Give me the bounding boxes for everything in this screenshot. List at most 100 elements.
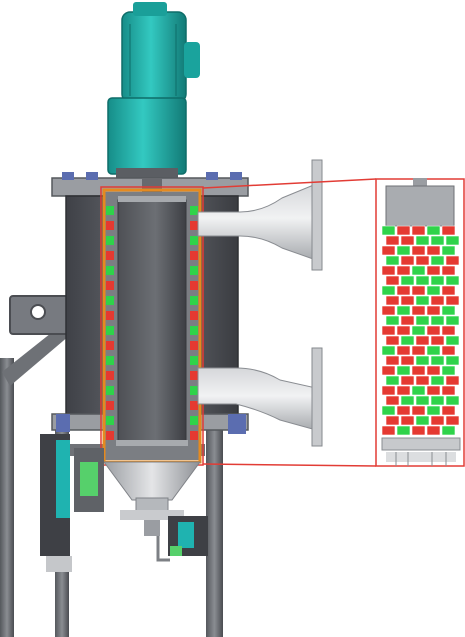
zoom-segment <box>415 375 430 386</box>
zoom-segment <box>430 275 445 286</box>
zoom-segment <box>411 265 426 276</box>
zoom-segment <box>411 305 426 316</box>
segment-stripe <box>190 416 198 425</box>
zoom-segment <box>430 235 445 246</box>
zoom-segment <box>426 345 441 356</box>
zoom-segment <box>385 395 400 406</box>
sensor-green-icon <box>80 462 98 496</box>
segment-stripe <box>106 266 114 275</box>
zoom-segment <box>430 415 445 426</box>
zoom-segment <box>426 325 441 336</box>
zoom-segment <box>426 365 441 376</box>
segment-stripe <box>106 416 114 425</box>
electric-motor-icon <box>107 2 200 182</box>
zoom-segment <box>426 225 441 236</box>
zoom-segment <box>430 395 445 406</box>
zoom-segment <box>441 345 456 356</box>
zoom-segment <box>441 325 456 336</box>
zoom-segment <box>400 415 415 426</box>
zoom-segment <box>396 365 411 376</box>
zoom-segment <box>430 335 445 346</box>
zoom-segment <box>385 315 400 326</box>
zoom-segment <box>396 345 411 356</box>
segment-stripe <box>190 326 198 335</box>
zoom-segment <box>441 405 456 416</box>
segment-stripe <box>190 371 198 380</box>
zoom-segment <box>445 235 460 246</box>
segment-stripe <box>106 341 114 350</box>
zoom-segment <box>441 225 456 236</box>
zoom-segment <box>400 275 415 286</box>
zoom-segment <box>381 385 396 396</box>
zoom-segment <box>381 345 396 356</box>
zoom-segment <box>400 375 415 386</box>
zoom-segment <box>445 415 460 426</box>
segment-stripe <box>106 401 114 410</box>
zoom-segment <box>441 425 456 436</box>
left-actuator <box>40 434 104 572</box>
zoom-segment <box>381 425 396 436</box>
zoom-segment <box>445 315 460 326</box>
zoom-segment <box>381 305 396 316</box>
zoom-segment <box>441 245 456 256</box>
filter-vessel-icon <box>51 192 249 460</box>
segment-stripe <box>190 386 198 395</box>
segment-stripe <box>190 341 198 350</box>
zoom-segment <box>415 275 430 286</box>
zoom-segment <box>415 335 430 346</box>
segment-stripe <box>190 356 198 365</box>
outlet-pipe <box>197 159 323 271</box>
zoom-segment <box>396 305 411 316</box>
zoom-segment <box>430 355 445 366</box>
zoom-segment <box>430 315 445 326</box>
segment-stripe <box>190 431 198 440</box>
zoom-segment <box>411 345 426 356</box>
zoom-segment <box>426 305 441 316</box>
mounting-hole-icon <box>30 304 46 320</box>
right-actuator <box>156 516 208 562</box>
zoom-segment <box>400 335 415 346</box>
zoom-segment <box>426 385 441 396</box>
zoom-segment <box>396 225 411 236</box>
zoom-segment <box>445 275 460 286</box>
zoom-segment <box>385 375 400 386</box>
magnified-detail-icon <box>375 178 465 467</box>
segment-stripe <box>106 206 114 215</box>
zoom-segment <box>411 325 426 336</box>
zoom-segment <box>411 245 426 256</box>
zoom-segment <box>411 385 426 396</box>
zoom-segment <box>400 235 415 246</box>
zoom-segment <box>381 245 396 256</box>
segment-stripe <box>106 386 114 395</box>
zoom-segment <box>426 245 441 256</box>
zoom-segment <box>415 295 430 306</box>
zoom-segment <box>415 235 430 246</box>
zoom-segment <box>385 275 400 286</box>
zoom-segment <box>396 245 411 256</box>
zoom-segment <box>430 255 445 266</box>
segment-stripe <box>106 296 114 305</box>
internal-segment-stripes <box>106 206 198 440</box>
segment-stripe <box>190 281 198 290</box>
segment-stripe <box>190 236 198 245</box>
segment-stripe <box>190 266 198 275</box>
zoom-segment <box>415 415 430 426</box>
zoom-segment <box>445 355 460 366</box>
zoom-segment <box>381 325 396 336</box>
zoom-segment <box>385 355 400 366</box>
zoom-segment <box>426 265 441 276</box>
zoom-segment <box>445 255 460 266</box>
segment-stripe <box>190 311 198 320</box>
zoom-segment <box>415 395 430 406</box>
zoom-segment <box>381 365 396 376</box>
zoom-segment <box>411 285 426 296</box>
zoom-segment <box>381 265 396 276</box>
zoom-segment <box>385 295 400 306</box>
zoom-segment <box>400 255 415 266</box>
zoom-segment <box>385 235 400 246</box>
zoom-segment <box>396 285 411 296</box>
zoom-segment <box>441 365 456 376</box>
zoom-segment <box>396 265 411 276</box>
zoom-segment <box>445 295 460 306</box>
